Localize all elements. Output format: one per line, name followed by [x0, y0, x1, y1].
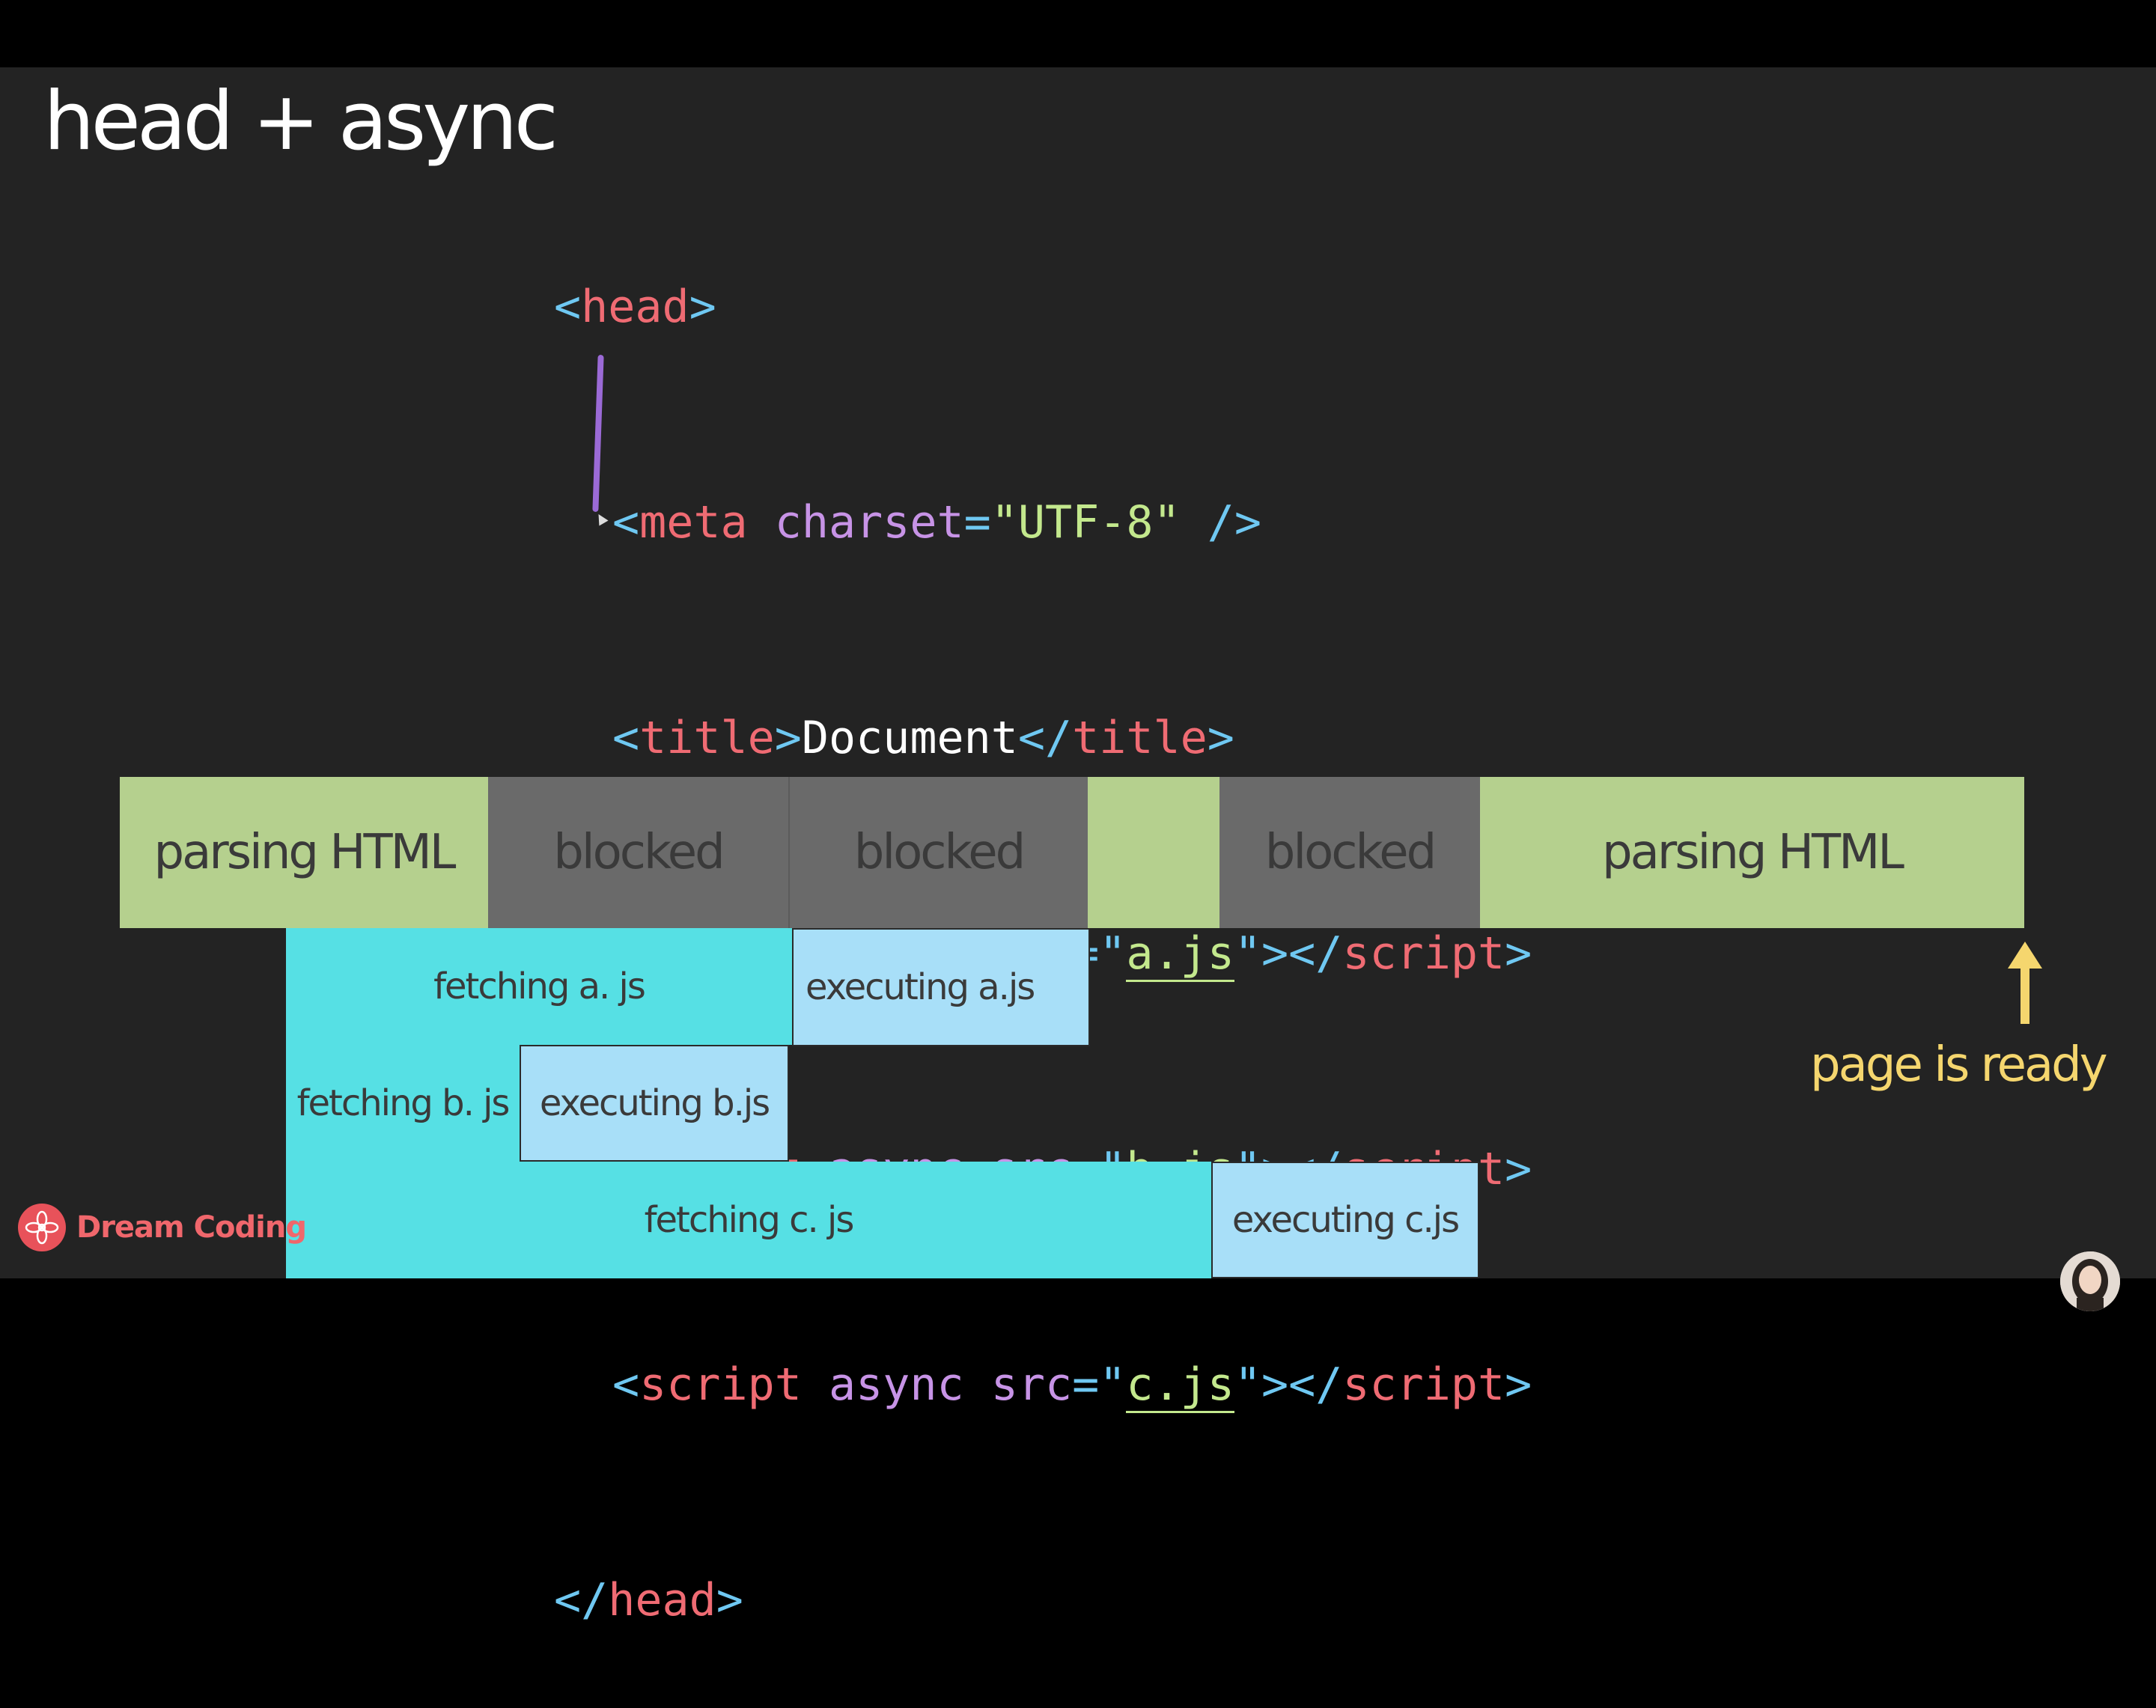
executing-c: executing c.js	[1211, 1162, 1479, 1278]
main-parsing-html-2: parsing HTML	[1480, 777, 2024, 928]
executing-b: executing b.js	[520, 1045, 789, 1162]
flower-icon	[18, 1204, 66, 1251]
brand-logo: Dream Coding	[18, 1204, 307, 1251]
main-parsing-gap	[1088, 777, 1219, 928]
fetching-c: fetching c. js	[286, 1162, 1211, 1278]
filename-a: a.js	[1126, 927, 1234, 982]
main-blocked-3: blocked	[1219, 777, 1480, 928]
code-line-title: <title>Document</title>	[612, 712, 1234, 764]
presenter-avatar	[2060, 1251, 2120, 1311]
slide-title: head + async	[43, 75, 558, 168]
fetching-a: fetching a. js	[286, 928, 792, 1045]
main-blocked-2: blocked	[788, 777, 1088, 928]
filename-c: c.js	[1126, 1358, 1234, 1413]
fetching-b: fetching b. js	[286, 1045, 520, 1162]
page-ready-label: page is ready	[1810, 1037, 2108, 1093]
main-blocked-1: blocked	[488, 777, 788, 928]
code-line-head-close: </head>	[554, 1574, 743, 1626]
code-line-head-open: <head>	[554, 281, 716, 333]
main-parsing-html-1: parsing HTML	[120, 777, 488, 928]
up-arrow-icon	[2008, 942, 2042, 1024]
code-line-script-c: <script async src="c.js"></script>	[554, 1349, 1532, 1421]
executing-a: executing a.js	[792, 928, 1090, 1046]
code-line-meta: <meta charset="UTF-8" />	[612, 496, 1261, 549]
brand-name: Dream Coding	[76, 1210, 307, 1245]
